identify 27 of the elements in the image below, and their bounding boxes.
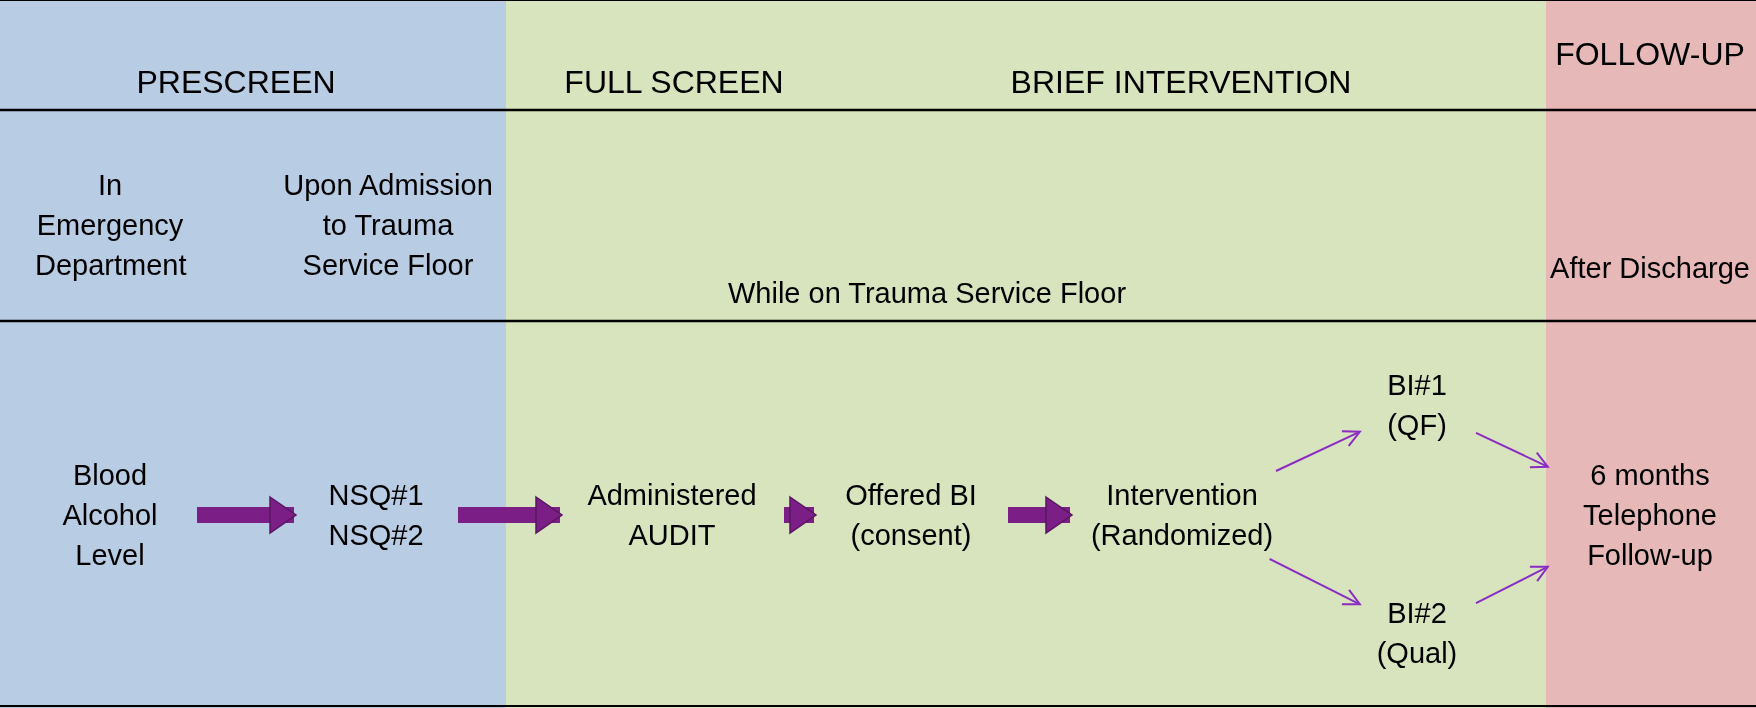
block-arrow xyxy=(1008,496,1073,534)
column-band xyxy=(0,0,506,708)
stage-label: Upon Admission to Trauma Service Floor xyxy=(282,168,494,283)
column-heading: FULL SCREEN xyxy=(563,63,785,102)
step-text: 6 months Telephone Follow-up xyxy=(1550,455,1750,575)
step-text: Administered AUDIT xyxy=(572,475,772,555)
step-text: BI#1 (QF) xyxy=(1362,365,1472,445)
column-heading: BRIEF INTERVENTION xyxy=(1009,63,1353,102)
block-arrow xyxy=(784,496,817,534)
step-text: NSQ#1 NSQ#2 xyxy=(306,475,446,555)
column-heading: PRESCREEN xyxy=(135,63,337,102)
column-band xyxy=(1546,0,1756,708)
stage-label: After Discharge xyxy=(1550,251,1750,286)
step-text: BI#2 (Qual) xyxy=(1362,593,1472,673)
arrow xyxy=(1475,431,1549,469)
arrow xyxy=(1475,565,1549,605)
step-text: Intervention (Randomized) xyxy=(1082,475,1282,555)
column-heading: FOLLOW-UP xyxy=(1554,35,1746,74)
arrow xyxy=(1275,430,1361,472)
stage-label: In Emergency Department xyxy=(35,168,185,283)
arrow xyxy=(1268,558,1361,606)
column-band xyxy=(506,0,1546,708)
step-text: Offered BI (consent) xyxy=(826,475,996,555)
stage-label: While on Trauma Service Floor xyxy=(726,276,1128,311)
block-arrow xyxy=(197,496,297,534)
block-arrow xyxy=(458,496,563,534)
step-text: Blood Alcohol Level xyxy=(35,455,185,575)
